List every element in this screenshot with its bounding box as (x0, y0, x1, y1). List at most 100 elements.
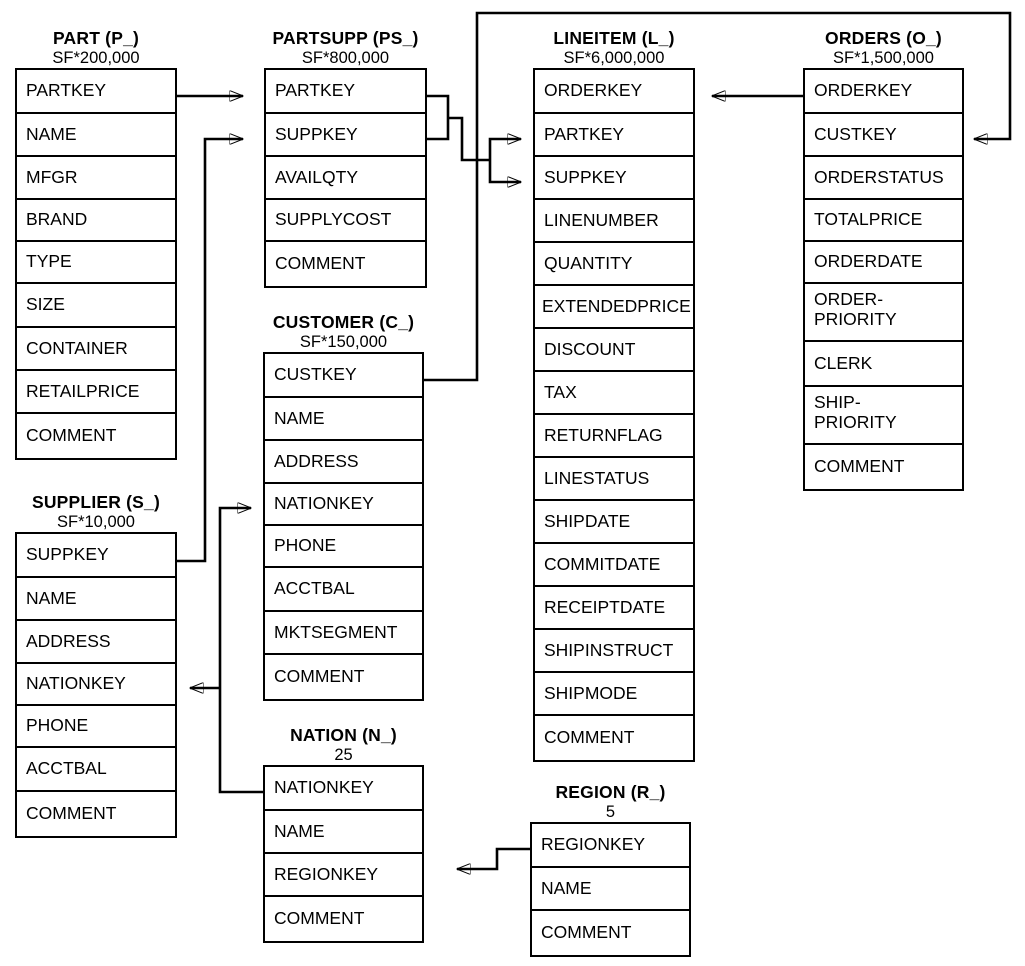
field-nation-name[interactable]: NAME (265, 811, 422, 854)
field-list-region: REGIONKEY NAME COMMENT (530, 822, 691, 957)
field-orders-shippriority-line1: SHIP- (814, 392, 861, 412)
table-nation: NATION (N_) 25 NATIONKEY NAME REGIONKEY … (263, 725, 424, 943)
wire-region-regionkey-to-nation-regionkey (457, 847, 530, 869)
field-partsupp-partkey[interactable]: PARTKEY (266, 70, 425, 114)
wire-nation-nationkey-to-customer-nationkey (218, 508, 263, 794)
field-supplier-phone[interactable]: PHONE (17, 706, 175, 748)
field-part-comment[interactable]: COMMENT (26, 425, 117, 446)
field-orders-orderdate[interactable]: ORDERDATE (805, 242, 962, 284)
table-title-part: PART (P_) (52, 28, 140, 48)
table-supplier: SUPPLIER (S_) SF*10,000 SUPPKEY NAME ADD… (15, 492, 177, 838)
field-supplier-name[interactable]: NAME (17, 578, 175, 621)
field-list-nation: NATIONKEY NAME REGIONKEY COMMENT (263, 765, 424, 943)
table-cardinality-partsupp: SF*800,000 (301, 49, 390, 67)
field-part-container[interactable]: CONTAINER (17, 328, 175, 371)
field-region-regionkey[interactable]: REGIONKEY (532, 824, 689, 868)
field-part-partkey[interactable]: PARTKEY (17, 70, 175, 114)
field-partsupp-supplycost[interactable]: SUPPLYCOST (266, 200, 425, 242)
field-orders-shippriority[interactable]: SHIP- PRIORITY (805, 387, 962, 445)
field-supplier-nationkey[interactable]: NATIONKEY (17, 664, 175, 706)
table-part: PART (P_) SF*200,000 PARTKEY NAME MFGR B… (15, 28, 177, 460)
field-customer-mktsegment[interactable]: MKTSEGMENT (265, 612, 422, 655)
field-list-partsupp: PARTKEY SUPPKEY AVAILQTY SUPPLYCOST COMM… (264, 68, 427, 288)
field-lineitem-shipinstruct[interactable]: SHIPINSTRUCT (535, 630, 693, 673)
field-orders-orderpriority-line1: ORDER- (814, 289, 884, 309)
field-lineitem-receiptdate[interactable]: RECEIPTDATE (535, 587, 693, 630)
table-title-supplier: SUPPLIER (S_) (31, 492, 161, 512)
field-customer-address[interactable]: ADDRESS (265, 441, 422, 484)
table-title-lineitem: LINEITEM (L_) (553, 28, 675, 48)
wire-partsupp-suppkey-to-lineitem-suppkey (488, 160, 521, 182)
field-lineitem-discount[interactable]: DISCOUNT (535, 329, 693, 372)
table-title-customer: CUSTOMER (C_) (272, 312, 415, 332)
field-supplier-acctbal[interactable]: ACCTBAL (17, 748, 175, 792)
table-cardinality-lineitem: SF*6,000,000 (563, 49, 665, 67)
field-lineitem-shipdate[interactable]: SHIPDATE (535, 501, 693, 544)
field-lineitem-tax[interactable]: TAX (535, 372, 693, 415)
field-lineitem-returnflag[interactable]: RETURNFLAG (535, 415, 693, 458)
table-title-partsupp: PARTSUPP (PS_) (272, 28, 419, 48)
field-customer-comment[interactable]: COMMENT (274, 666, 365, 687)
field-lineitem-quantity[interactable]: QUANTITY (535, 243, 693, 286)
field-lineitem-extendedprice[interactable]: EXTENDEDPRICE (535, 286, 693, 329)
field-customer-phone[interactable]: PHONE (265, 526, 422, 568)
field-orders-custkey[interactable]: CUSTKEY (805, 114, 962, 157)
table-title-region: REGION (R_) (555, 782, 666, 802)
field-partsupp-comment[interactable]: COMMENT (275, 253, 366, 274)
field-orders-orderstatus[interactable]: ORDERSTATUS (805, 157, 962, 200)
field-lineitem-comment[interactable]: COMMENT (544, 727, 635, 748)
table-title-orders: ORDERS (O_) (825, 28, 942, 48)
field-list-customer: CUSTKEY NAME ADDRESS NATIONKEY PHONE ACC… (263, 352, 424, 701)
field-customer-acctbal[interactable]: ACCTBAL (265, 568, 422, 612)
field-orders-clerk[interactable]: CLERK (805, 342, 962, 387)
field-list-orders: ORDERKEY CUSTKEY ORDERSTATUS TOTALPRICE … (803, 68, 964, 491)
table-cardinality-customer: SF*150,000 (299, 333, 388, 351)
field-nation-nationkey[interactable]: NATIONKEY (265, 767, 422, 811)
field-supplier-comment[interactable]: COMMENT (26, 803, 117, 824)
field-part-mfgr[interactable]: MFGR (17, 157, 175, 200)
field-lineitem-suppkey[interactable]: SUPPKEY (535, 157, 693, 200)
table-cardinality-nation: 25 (334, 746, 353, 764)
field-lineitem-linestatus[interactable]: LINESTATUS (535, 458, 693, 501)
field-lineitem-linenumber[interactable]: LINENUMBER (535, 200, 693, 243)
table-partsupp: PARTSUPP (PS_) SF*800,000 PARTKEY SUPPKE… (264, 28, 427, 288)
table-title-nation: NATION (N_) (290, 725, 397, 745)
field-lineitem-commitdate[interactable]: COMMITDATE (535, 544, 693, 587)
field-part-retailprice[interactable]: RETAILPRICE (17, 371, 175, 414)
wire-partsupp-bracket (427, 94, 450, 141)
field-lineitem-partkey[interactable]: PARTKEY (535, 114, 693, 157)
table-customer: CUSTOMER (C_) SF*150,000 CUSTKEY NAME AD… (263, 312, 424, 701)
field-part-type[interactable]: TYPE (17, 242, 175, 284)
field-nation-regionkey[interactable]: REGIONKEY (265, 854, 422, 897)
field-orders-orderkey[interactable]: ORDERKEY (805, 70, 962, 114)
field-orders-comment[interactable]: COMMENT (814, 456, 905, 477)
field-lineitem-shipmode[interactable]: SHIPMODE (535, 673, 693, 716)
table-cardinality-supplier: SF*10,000 (57, 513, 135, 531)
field-customer-custkey[interactable]: CUSTKEY (265, 354, 422, 398)
field-list-part: PARTKEY NAME MFGR BRAND TYPE SIZE CONTAI… (15, 68, 177, 460)
table-lineitem: LINEITEM (L_) SF*6,000,000 ORDERKEY PART… (533, 28, 695, 762)
field-part-name[interactable]: NAME (17, 114, 175, 157)
field-supplier-address[interactable]: ADDRESS (17, 621, 175, 664)
field-part-brand[interactable]: BRAND (17, 200, 175, 242)
field-nation-comment[interactable]: COMMENT (274, 908, 365, 929)
wire-partsupp-partkey-to-lineitem-partkey (488, 139, 521, 160)
table-region: REGION (R_) 5 REGIONKEY NAME COMMENT (530, 782, 691, 957)
field-region-name[interactable]: NAME (532, 868, 689, 911)
table-cardinality-part: SF*200,000 (52, 49, 140, 67)
field-orders-orderpriority[interactable]: ORDER- PRIORITY (805, 284, 962, 342)
field-part-size[interactable]: SIZE (17, 284, 175, 328)
field-partsupp-suppkey[interactable]: SUPPKEY (266, 114, 425, 157)
wire-supplier-suppkey-to-partsupp-suppkey (177, 139, 243, 563)
field-region-comment[interactable]: COMMENT (541, 922, 632, 943)
field-lineitem-orderkey[interactable]: ORDERKEY (535, 70, 693, 114)
field-partsupp-availqty[interactable]: AVAILQTY (266, 157, 425, 200)
field-customer-name[interactable]: NAME (265, 398, 422, 441)
field-customer-nationkey[interactable]: NATIONKEY (265, 484, 422, 526)
field-orders-totalprice[interactable]: TOTALPRICE (805, 200, 962, 242)
field-supplier-suppkey[interactable]: SUPPKEY (17, 534, 175, 578)
wire-partsupp-to-lineitem-trunk (448, 116, 490, 162)
field-list-lineitem: ORDERKEY PARTKEY SUPPKEY LINENUMBER QUAN… (533, 68, 695, 762)
table-orders: ORDERS (O_) SF*1,500,000 ORDERKEY CUSTKE… (803, 28, 964, 491)
